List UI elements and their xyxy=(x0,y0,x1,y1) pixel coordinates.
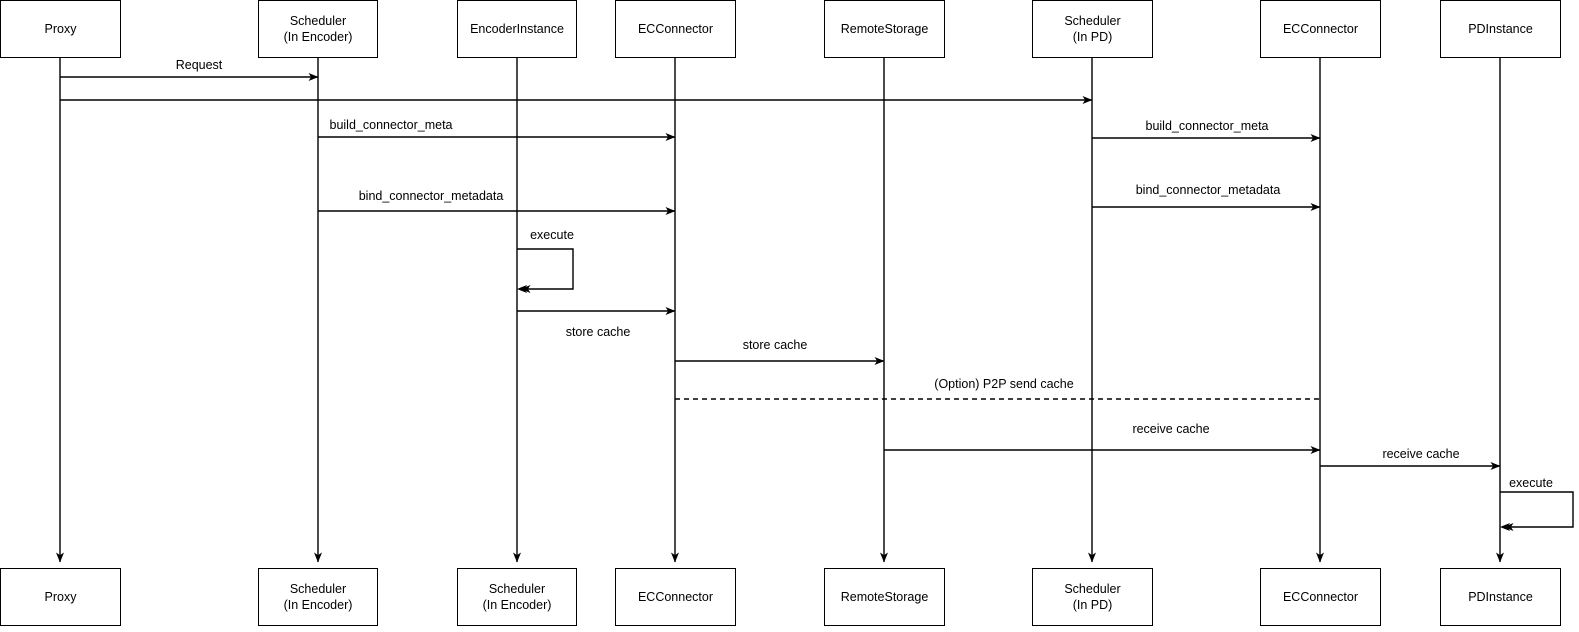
participant-box-bottom-ecconnector-r[interactable]: ECConnector xyxy=(1260,568,1381,626)
participant-box-top-pdinstance[interactable]: PDInstance xyxy=(1440,0,1561,58)
message-label-m6: bind_connector_metadata xyxy=(1135,183,1281,197)
participant-box-top-proxy[interactable]: Proxy xyxy=(0,0,121,58)
message-label-m1: Request xyxy=(175,58,223,72)
participant-box-top-remotestorage[interactable]: RemoteStorage xyxy=(824,0,945,58)
participant-box-bottom-proxy[interactable]: Proxy xyxy=(0,568,121,626)
message-label-m10: receive cache xyxy=(1132,422,1210,436)
message-layer xyxy=(60,73,1574,531)
participant-box-bottom-remotestorage[interactable]: RemoteStorage xyxy=(824,568,945,626)
message-label-sl1: execute xyxy=(530,228,574,242)
message-label-m7: store cache xyxy=(565,325,631,339)
self-message-sl2 xyxy=(1500,491,1574,531)
participant-box-top-encoder-inst[interactable]: EncoderInstance xyxy=(457,0,577,58)
participant-box-bottom-ecconnector-l[interactable]: ECConnector xyxy=(615,568,736,626)
message-label-m4: build_connector_meta xyxy=(1145,119,1269,133)
participant-box-bottom-scheduler-enc[interactable]: Scheduler (In Encoder) xyxy=(258,568,378,626)
message-label-sl2: execute xyxy=(1509,476,1553,490)
participant-box-bottom-pdinstance[interactable]: PDInstance xyxy=(1440,568,1561,626)
message-label-m5: bind_connector_metadata xyxy=(358,189,504,203)
arrowhead-sl2 xyxy=(1500,523,1510,531)
message-label-m3: build_connector_meta xyxy=(329,118,453,132)
participant-box-bottom-scheduler-pd[interactable]: Scheduler (In PD) xyxy=(1032,568,1153,626)
participant-box-top-scheduler-pd[interactable]: Scheduler (In PD) xyxy=(1032,0,1153,58)
lifeline-layer xyxy=(56,58,1504,563)
participant-box-top-ecconnector-l[interactable]: ECConnector xyxy=(615,0,736,58)
participant-box-top-ecconnector-r[interactable]: ECConnector xyxy=(1260,0,1381,58)
message-label-m8: store cache xyxy=(742,338,808,352)
participant-box-bottom-encoder-inst[interactable]: Scheduler (In Encoder) xyxy=(457,568,577,626)
message-label-m9: (Option) P2P send cache xyxy=(934,377,1074,391)
participant-box-top-scheduler-enc[interactable]: Scheduler (In Encoder) xyxy=(258,0,378,58)
message-label-m11: receive cache xyxy=(1382,447,1460,461)
self-message-sl1 xyxy=(517,248,574,293)
arrowhead-sl1 xyxy=(517,285,527,293)
